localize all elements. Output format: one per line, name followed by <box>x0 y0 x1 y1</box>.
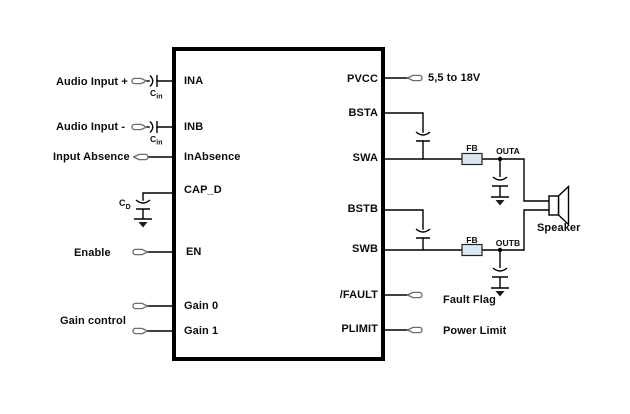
pin-cap-d-label: CAP_D <box>184 184 222 196</box>
wire-cap-d <box>142 192 175 201</box>
connector-input-absence <box>132 153 149 161</box>
capacitor-outa <box>491 159 509 198</box>
speaker-cone <box>557 184 570 227</box>
cin-b-prefix: C <box>150 134 157 144</box>
capacitor-cd-plate-stem <box>134 208 152 220</box>
fault-flag-label: Fault Flag <box>443 294 496 306</box>
cin-a-label: Cin <box>150 88 163 101</box>
outa-label: OUTA <box>496 146 520 156</box>
connector-audio-input-minus <box>131 123 148 131</box>
junction-outb <box>497 247 503 253</box>
capacitor-bstb <box>415 228 431 239</box>
pin-bstb-label: BSTB <box>347 203 378 215</box>
cin-a-prefix: C <box>150 88 157 98</box>
wire-swb-outb <box>382 209 550 251</box>
cd-label: CD <box>119 198 131 211</box>
audio-input-minus-label: Audio Input - <box>56 121 126 133</box>
input-absence-label: Input Absence <box>53 151 130 163</box>
connector-gain0 <box>132 302 149 310</box>
speaker-label: Speaker <box>537 222 581 234</box>
wire-bsta <box>382 112 424 133</box>
connector-fault <box>406 291 423 299</box>
capacitor-cin-a <box>149 75 158 87</box>
pin-fault-label: /FAULT <box>339 289 378 301</box>
capacitor-outb <box>491 250 509 289</box>
connector-gain1 <box>132 327 149 335</box>
cin-b-label: Cin <box>150 134 163 147</box>
ferrite-bead-a <box>461 152 483 166</box>
cd-sub: D <box>125 203 131 211</box>
enable-label: Enable <box>74 247 111 259</box>
ground-symbol-outb <box>495 291 505 297</box>
fb-a-label: FB <box>466 143 478 153</box>
gain-control-label: Gain control <box>60 315 126 327</box>
ground-symbol-cd <box>138 222 148 228</box>
ferrite-bead-b <box>461 243 483 257</box>
connector-plimit <box>406 326 423 334</box>
ground-symbol-outa <box>495 200 505 206</box>
power-limit-label: Power Limit <box>443 325 507 337</box>
connector-pvcc <box>406 74 423 82</box>
pin-plimit-label: PLIMIT <box>341 323 378 335</box>
capacitor-cin-b <box>149 121 158 133</box>
cin-b-sub: in <box>156 139 163 147</box>
connector-audio-input-plus <box>131 77 148 85</box>
outb-label: OUTB <box>495 238 521 248</box>
cd-prefix: C <box>119 198 126 208</box>
capacitor-cd-curved-plate <box>135 199 151 204</box>
audio-input-plus-label: Audio Input + <box>56 76 128 88</box>
pin-en-label: EN <box>186 246 202 258</box>
pin-swa-label: SWA <box>352 152 378 164</box>
pin-pvcc-label: PVCC <box>347 73 378 85</box>
pin-inabsence-label: InAbsence <box>184 151 241 163</box>
capacitor-bsta <box>415 131 431 142</box>
wire-swa-outa <box>382 158 550 202</box>
pin-swb-label: SWB <box>352 243 378 255</box>
pin-inb-label: INB <box>184 121 204 133</box>
pin-ina-label: INA <box>184 75 204 87</box>
fb-b-label: FB <box>466 235 478 245</box>
pin-gain1-label: Gain 1 <box>184 325 219 337</box>
cin-a-sub: in <box>156 93 163 101</box>
supply-range-label: 5,5 to 18V <box>428 72 481 84</box>
pin-bsta-label: BSTA <box>348 107 378 119</box>
connector-enable <box>132 248 149 256</box>
pin-gain0-label: Gain 0 <box>184 300 219 312</box>
speaker-icon <box>548 195 560 216</box>
junction-outa <box>497 156 503 162</box>
ic-body <box>172 47 385 361</box>
wire-bstb <box>382 209 424 230</box>
